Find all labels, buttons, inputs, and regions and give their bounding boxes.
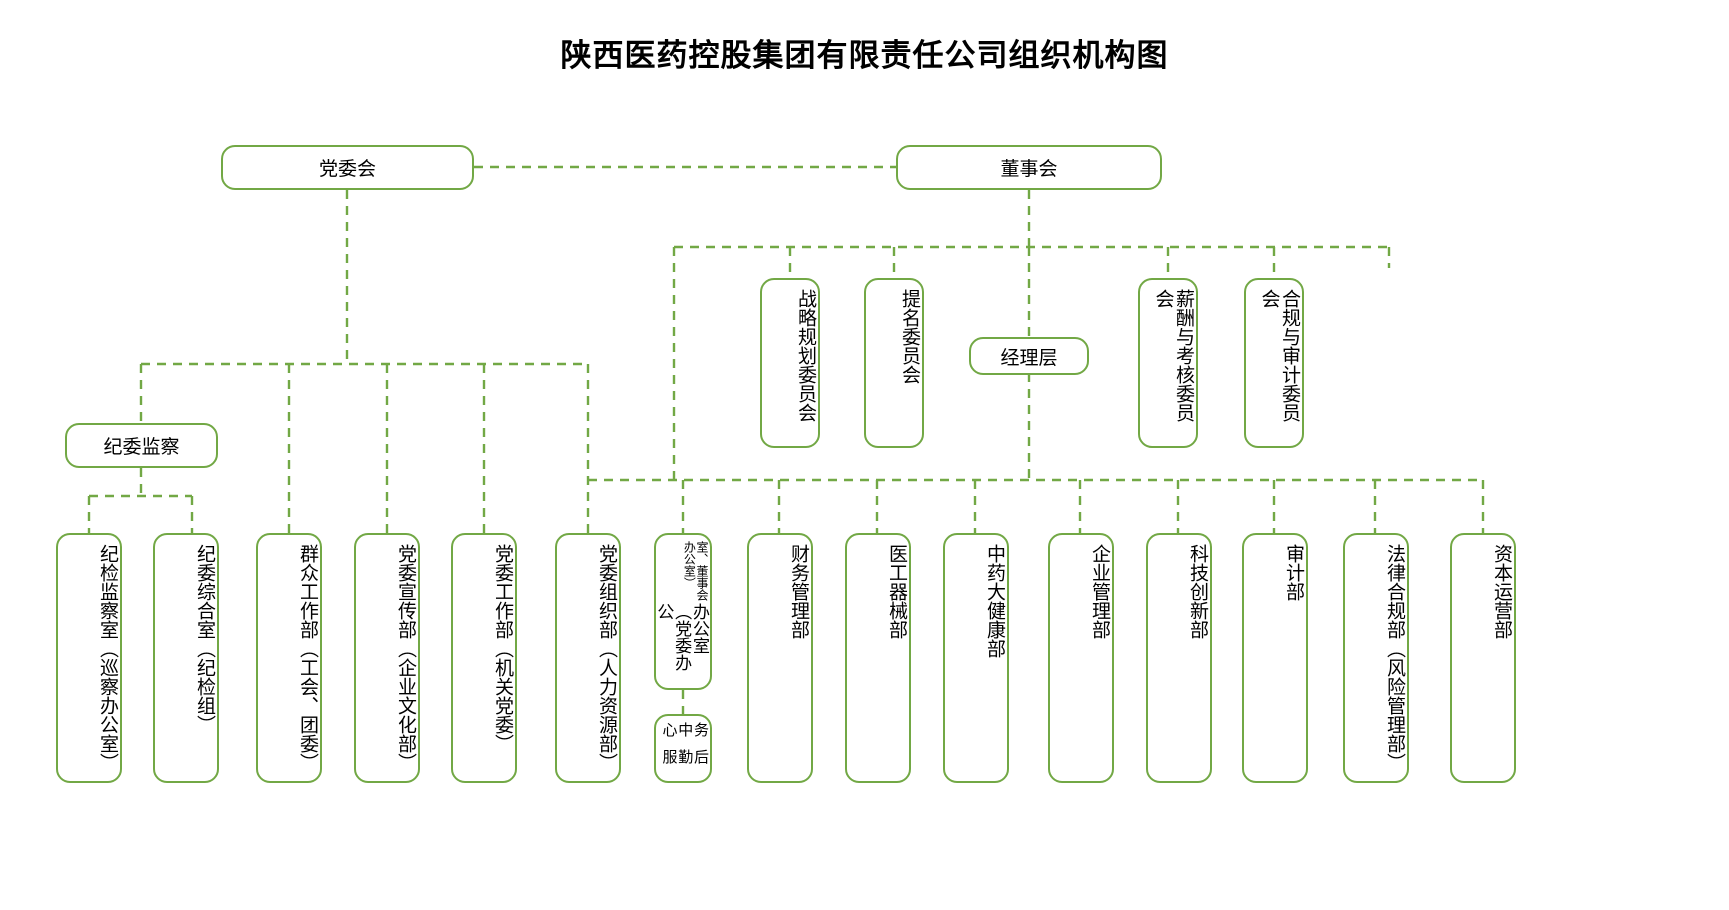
node-management-layer[interactable]: 经理层 [969,337,1089,375]
node-dept-party-organization-hr[interactable]: 党委组织部（人力资源部） [555,533,621,783]
node-label: 经理层 [1000,347,1058,369]
node-dept-financial-management[interactable]: 财务管理部 [747,533,813,783]
node-dept-medical-equipment[interactable]: 医工器械部 [845,533,911,783]
node-label: 党委宣传部（企业文化部） [395,544,416,772]
node-dept-discipline-inspection-office[interactable]: 纪检监察室（巡察办公室） [56,533,122,783]
node-label: 党委工作部（机关党委） [492,544,513,753]
node-label: 董事会 [1000,159,1058,180]
node-dept-capital-operation[interactable]: 资本运营部 [1450,533,1516,783]
node-dept-party-publicity[interactable]: 党委宣传部（企业文化部） [354,533,420,783]
node-label: 纪委监察 [103,437,180,458]
node-label: 提名委员会 [899,289,920,384]
node-dept-party-work[interactable]: 党委工作部（机关党委） [451,533,517,783]
node-dept-tcm-health[interactable]: 中药大健康部 [943,533,1009,783]
node-compensation-appraisal-committee[interactable]: 薪酬与考核委员会 [1138,278,1198,448]
node-label: 党委组织部（人力资源部） [596,544,617,772]
node-dept-legal-compliance[interactable]: 法律合规部（风险管理部） [1343,533,1409,783]
page-title: 陕西医药控股集团有限责任公司组织机构图 [560,38,1169,73]
node-label: 科技创新部 [1187,544,1208,639]
node-dept-audit[interactable]: 审计部 [1242,533,1308,783]
node-dept-sci-tech-innovation[interactable]: 科技创新部 [1146,533,1212,783]
node-label: 办公室（党委办公 [654,603,709,672]
node-label: 群众工作部（工会、团委） [297,544,318,772]
node-dept-discipline-general-office[interactable]: 纪委综合室（纪检组） [153,533,219,783]
node-label: 党委会 [318,159,376,180]
node-label-line-2: 务中心 [660,722,710,737]
node-label: 纪检监察室（巡察办公室） [97,544,118,772]
node-dept-general-office[interactable]: 室、董事会办公室） 办公室（党委办公 [654,533,712,690]
node-party-committee[interactable]: 党委会 [221,145,474,190]
node-label: 薪酬与考核委员会 [1152,289,1194,422]
node-label: 中药大健康部 [984,544,1005,658]
node-strategy-planning-committee[interactable]: 战略规划委员会 [760,278,820,448]
node-dept-mass-work[interactable]: 群众工作部（工会、团委） [256,533,322,783]
node-label: 合规与审计委员会 [1258,289,1300,422]
node-dept-logistics-service-center[interactable]: 务中心 后勤服 [654,714,712,783]
node-label: 战略规划委员会 [795,289,816,422]
node-label-secondary: 室、董事会办公室） [682,541,709,601]
node-label: 审计部 [1283,544,1304,601]
node-label: 企业管理部 [1089,544,1110,639]
node-dept-enterprise-management[interactable]: 企业管理部 [1048,533,1114,783]
node-compliance-audit-committee[interactable]: 合规与审计委员会 [1244,278,1304,448]
node-label: 资本运营部 [1491,544,1512,639]
node-board-of-directors[interactable]: 董事会 [896,145,1162,190]
node-discipline-inspection[interactable]: 纪委监察 [65,423,218,468]
node-label: 医工器械部 [886,544,907,639]
node-label: 纪委综合室（纪检组） [194,544,215,734]
node-label-line-1: 后勤服 [660,748,710,764]
node-label: 财务管理部 [788,544,809,639]
node-label: 法律合规部（风险管理部） [1384,544,1405,772]
node-nomination-committee[interactable]: 提名委员会 [864,278,924,448]
